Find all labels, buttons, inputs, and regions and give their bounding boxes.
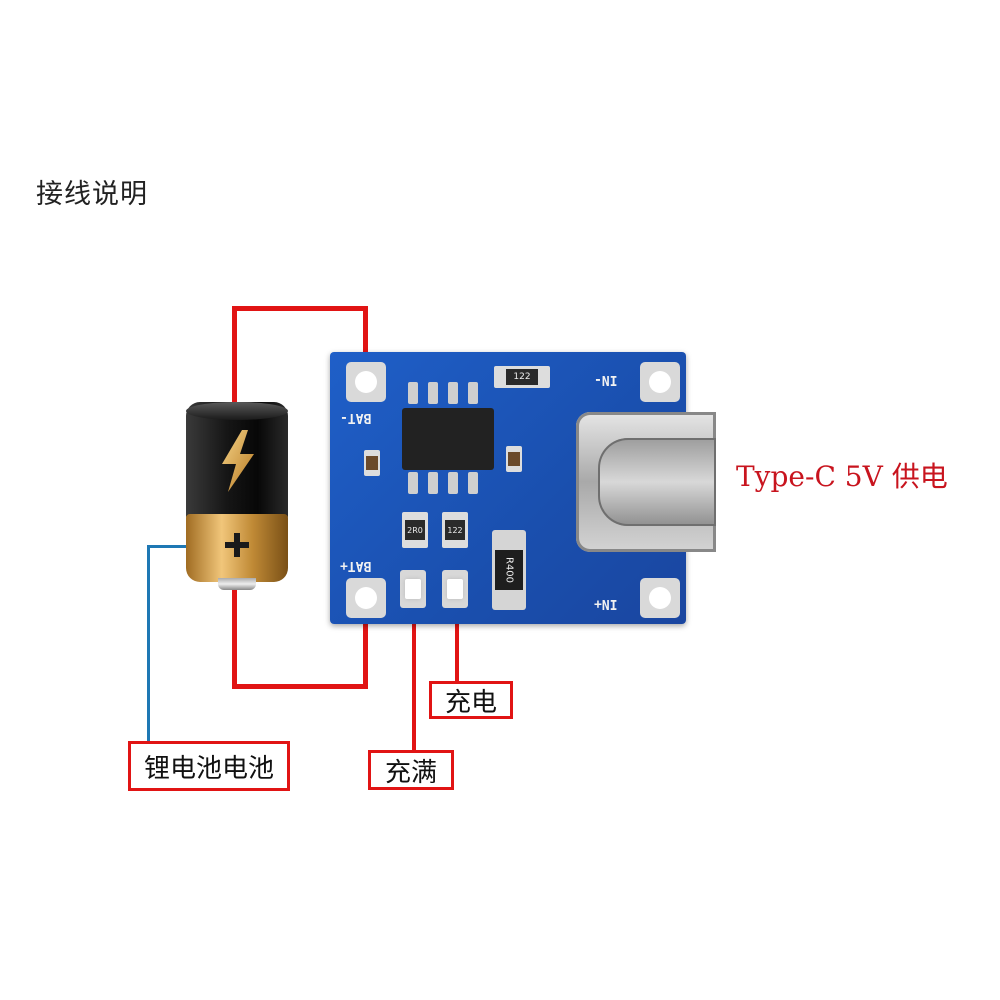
resistor-big: R400 — [492, 530, 526, 610]
plus-icon — [222, 530, 252, 560]
battery-cap — [186, 402, 288, 420]
resistor-r2-code: 122 — [445, 520, 465, 540]
led-charging — [442, 570, 468, 608]
charger-pcb: BAT- BAT+ IN- IN+ 122 2R0 122 R400 — [330, 352, 716, 624]
mount-hole-top-right — [640, 362, 680, 402]
silk-in-plus: IN+ — [594, 596, 618, 611]
label-supply: Type-C 5V 供电 — [736, 460, 948, 493]
lithium-battery — [186, 402, 288, 590]
chip-pin — [408, 382, 418, 404]
wire-bat-negative-right — [363, 306, 368, 368]
leader-battery-h — [147, 545, 197, 548]
label-battery: 锂电池电池 — [128, 741, 290, 791]
usb-c-opening — [598, 438, 716, 526]
leader-battery-v — [147, 545, 150, 741]
charger-ic — [402, 408, 494, 470]
chip-pin — [468, 382, 478, 404]
chip-pin — [428, 382, 438, 404]
battery-terminal — [218, 578, 256, 590]
led-full — [400, 570, 426, 608]
label-full: 充满 — [368, 750, 454, 790]
resistor-top-code: 122 — [506, 369, 538, 385]
mount-hole-bottom-left — [346, 578, 386, 618]
wire-bat-negative-left — [232, 306, 237, 406]
chip-pin — [428, 472, 438, 494]
leader-full — [412, 612, 416, 750]
silk-bat-minus: BAT- — [340, 410, 372, 425]
silk-bat-plus: BAT+ — [340, 558, 372, 573]
resistor-r1: 2R0 — [402, 512, 428, 548]
wire-bat-positive-right — [363, 610, 368, 689]
resistor-top: 122 — [494, 366, 550, 388]
resistor-r1-code: 2R0 — [405, 520, 425, 540]
chip-pin — [408, 472, 418, 494]
wire-bat-negative-top — [232, 306, 368, 311]
label-charging: 充电 — [429, 681, 513, 719]
capacitor-right — [506, 446, 522, 472]
silk-in-minus: IN- — [594, 372, 618, 387]
wire-bat-positive-left — [232, 588, 237, 689]
mount-hole-top-left — [346, 362, 386, 402]
resistor-r2: 122 — [442, 512, 468, 548]
mount-hole-bottom-right — [640, 578, 680, 618]
chip-pin — [448, 472, 458, 494]
chip-pin — [468, 472, 478, 494]
usb-c-port[interactable] — [576, 412, 716, 552]
resistor-big-code: R400 — [495, 550, 523, 590]
capacitor-left — [364, 450, 380, 476]
chip-pin — [448, 382, 458, 404]
leader-charging — [455, 612, 459, 684]
page-title: 接线说明 — [36, 179, 148, 210]
lightning-icon — [222, 430, 254, 492]
wire-bat-positive-bottom — [232, 684, 368, 689]
